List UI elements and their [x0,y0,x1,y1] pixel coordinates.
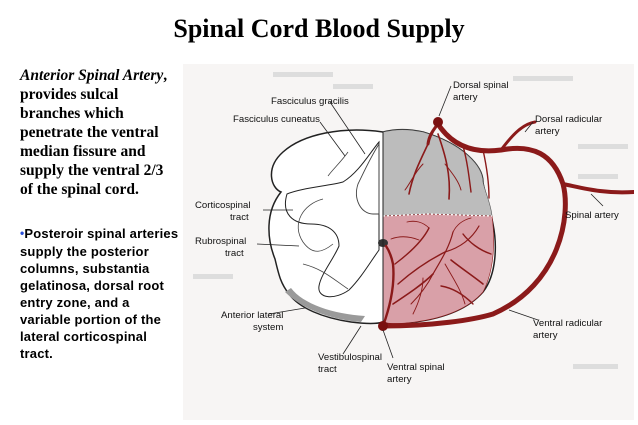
anterior-paragraph: Anterior Spinal Artery, provides sulcal … [20,66,180,199]
corticospinal-region-line [297,198,334,252]
posterior-paragraph: •Posteroir spinal arteries supply the po… [20,225,180,362]
spinal-cord-diagram: Fasciculus gracilis Fasciculus cuneatus … [183,64,636,420]
fasciculus-gracilis-outline [356,142,380,215]
label-fasciculus-cuneatus: Fasciculus cuneatus [233,114,320,125]
anterior-description: , provides sulcal branches which penetra… [20,67,168,198]
anterior-lateral-band [285,288,365,322]
label-corticospinal: Corticospinal [195,200,250,211]
ventral-spinal-artery-node [378,321,388,331]
label-rubrospinal: Rubrospinal [195,236,246,247]
label-dorsal-radicular: Dorsal radicular [535,114,603,125]
label-ventral-radicular-artery: artery [533,330,558,341]
label-anterior-lateral-system: system [253,322,283,333]
posterior-description: Posteroir spinal arteries supply the pos… [20,226,179,361]
label-dorsal-spinal: Dorsal spinal [453,80,508,91]
dorsal-spinal-artery-node [433,117,443,127]
supply-boundary [382,213,493,217]
spinal-cord-illustration: Fasciculus gracilis Fasciculus cuneatus … [183,64,636,420]
label-anterior-lateral: Anterior lateral [221,310,283,321]
label-ventral-radicular: Ventral radicular [533,318,603,329]
anterior-spinal-artery-heading: Anterior Spinal Artery [20,67,164,84]
label-spinal-artery: Spinal artery [565,210,619,221]
leader-lines [256,85,604,359]
label-dorsal-radicular-artery: artery [535,126,560,137]
vasocorona-ring [380,121,568,329]
fasciculus-cuneatus-line [327,151,349,177]
artery-network [380,120,636,329]
label-dorsal-spinal-artery: artery [453,92,478,103]
text-column: Anterior Spinal Artery, provides sulcal … [20,66,180,362]
label-ventral-spinal-artery: artery [387,374,412,385]
spinal-artery-branch [561,182,636,195]
dorsal-supply-region [382,129,493,217]
label-corticospinal-tract: tract [230,212,249,223]
label-fasciculus-gracilis: Fasciculus gracilis [271,96,349,107]
slide-title: Spinal Cord Blood Supply [173,14,465,43]
label-rubrospinal-tract: tract [225,248,244,259]
label-vestibulospinal-tract: tract [318,364,337,375]
label-ventral-spinal: Ventral spinal [387,362,445,373]
label-vestibulospinal: Vestibulospinal [318,352,382,363]
left-gray-matter [285,140,380,298]
bullet-icon: • [20,226,25,240]
rubrospinal-region-line [302,263,349,290]
background-texture [193,72,628,369]
